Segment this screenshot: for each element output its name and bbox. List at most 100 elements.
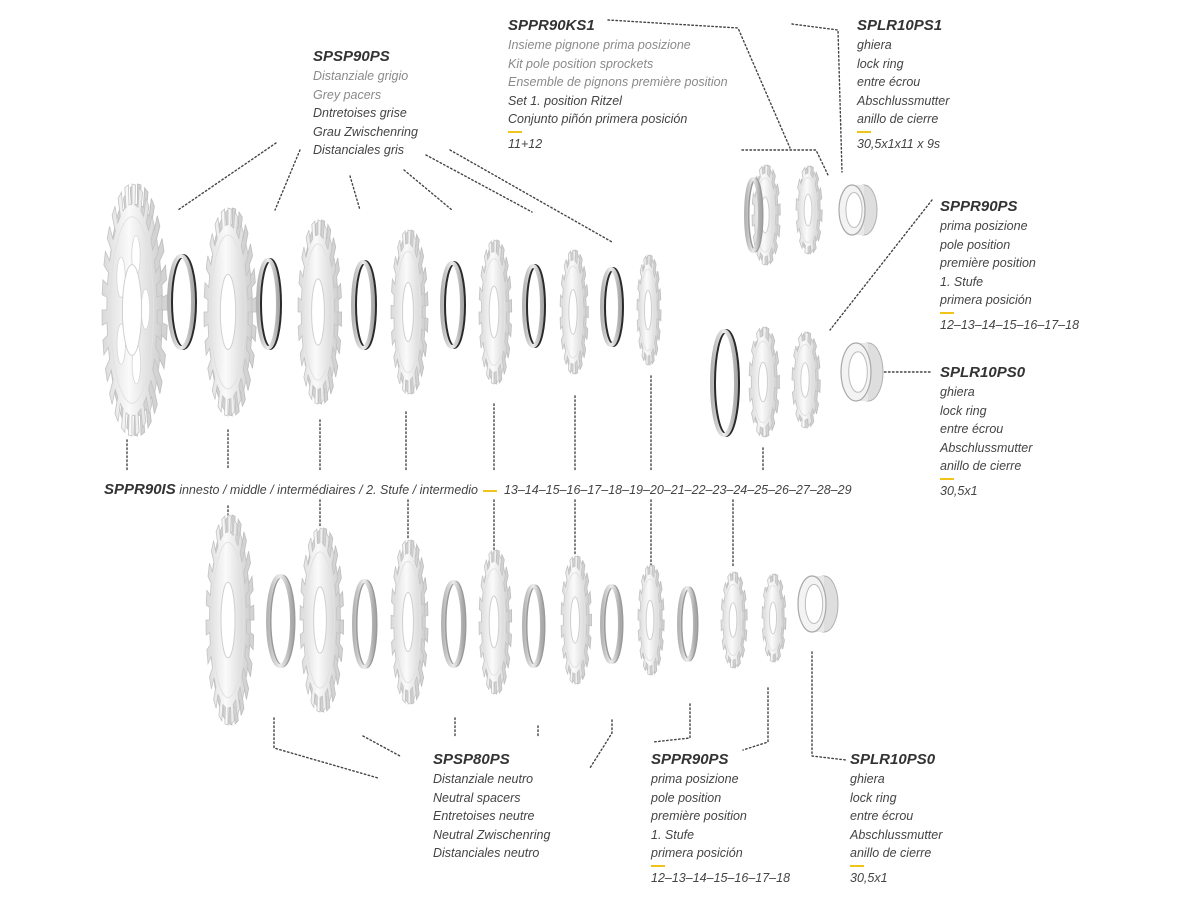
desc-line: Entretoises neutre	[433, 809, 535, 824]
sprocket	[720, 571, 748, 669]
leader-line	[425, 154, 533, 213]
desc-line: lock ring	[940, 403, 987, 418]
desc-line: lock ring	[857, 56, 904, 71]
desc-line: ghiera	[850, 772, 885, 786]
sprocket	[297, 219, 343, 405]
spacer-ring	[351, 260, 377, 350]
leader-line	[449, 149, 613, 243]
sppr90is-description: innesto / middle / intermédiaires / 2. S…	[179, 483, 478, 497]
label-splr10ps0-right: SPLR10PS0 ghiera lock ring entre écrou A…	[940, 363, 1032, 501]
sprocket	[636, 254, 662, 366]
sizes-line: 12–13–14–15–16–17–18	[651, 870, 791, 885]
desc-line: Ensemble de pignons première position	[508, 75, 728, 90]
spacer-ring	[266, 574, 296, 668]
sprocket	[390, 229, 429, 395]
sppr90is-sizes: 13–14–15–16–17–18–19–20–21–22–23–24–25–2…	[503, 483, 852, 497]
label-spsp90ps: SPSP90PS Distanziale grigio Grey pacers …	[313, 47, 418, 160]
desc-line: Kit pole position sprockets	[508, 56, 654, 71]
desc-line: entre écrou	[850, 809, 914, 824]
spacer-ring	[440, 261, 466, 349]
part-code-spsp90ps: SPSP90PS	[313, 48, 390, 65]
accent-tick	[508, 130, 522, 133]
sprocket	[637, 564, 665, 676]
spacer-ring	[600, 584, 624, 664]
desc-line: Insieme pignone prima posizione	[508, 38, 691, 52]
desc-line: Distanciales gris	[313, 143, 405, 158]
leader-line	[742, 687, 769, 751]
part-code-sppr90ps: SPPR90PS	[651, 751, 729, 768]
spacer-ring	[441, 580, 467, 668]
desc-line: Grau Zwischenring	[313, 124, 418, 139]
leader-line	[403, 169, 453, 211]
sprocket	[390, 539, 429, 705]
sprocket	[101, 183, 168, 437]
label-splr10ps1: SPLR10PS1 ghiera lock ring entre écrou A…	[857, 16, 949, 154]
desc-line: anillo de cierre	[857, 112, 939, 127]
sprocket	[478, 239, 513, 385]
leader-line	[349, 175, 361, 211]
label-sppr90ks1: SPPR90KS1 Insieme pignone prima posizion…	[508, 16, 728, 154]
leader-line	[177, 142, 277, 211]
sprocket	[748, 326, 780, 438]
lock-ring	[840, 342, 884, 402]
leader-line	[362, 735, 401, 757]
desc-line: Conjunto piñón primera posición	[508, 112, 688, 127]
desc-line: entre écrou	[940, 422, 1004, 437]
spacer-ring	[352, 579, 378, 669]
accent-tick	[483, 489, 498, 492]
spacer-ring	[744, 177, 764, 253]
spacer-ring	[600, 267, 624, 347]
desc-line: ghiera	[857, 38, 892, 52]
desc-line: Grey pacers	[313, 87, 382, 102]
sizes-line: 11+12	[508, 136, 543, 151]
leader-line	[589, 719, 613, 769]
accent-tick	[850, 864, 864, 867]
sizes-line: 30,5x1	[940, 483, 978, 498]
sprocket	[795, 165, 823, 255]
desc-line: anillo de cierre	[940, 459, 1022, 474]
spacer-ring	[522, 584, 546, 668]
sizes-line: 12–13–14–15–16–17–18	[940, 317, 1080, 332]
accent-tick	[651, 864, 665, 867]
desc-line: ghiera	[940, 385, 975, 399]
sprocket	[478, 549, 513, 695]
desc-line: Distanziale grigio	[313, 69, 409, 83]
leader-line	[607, 19, 791, 149]
leader-line	[273, 717, 379, 779]
accent-tick	[940, 477, 954, 480]
desc-line: anillo de cierre	[850, 846, 932, 861]
desc-line: primera posición	[940, 293, 1032, 308]
desc-line: 1. Stufe	[651, 827, 695, 842]
part-code-spsp80ps: SPSP80PS	[433, 751, 510, 768]
desc-line: Neutral spacers	[433, 790, 521, 805]
leader-line	[791, 23, 843, 173]
sizes-line: 30,5x1	[850, 870, 888, 885]
sprocket	[299, 527, 345, 713]
sprocket	[205, 514, 255, 726]
desc-line: primera posición	[651, 846, 743, 861]
desc-line: Abschlussmutter	[850, 827, 943, 842]
leader-lines	[126, 19, 933, 779]
sprocket	[791, 331, 821, 429]
accent-tick	[857, 130, 871, 133]
label-spsp80ps: SPSP80PS Distanziale neutro Neutral spac…	[433, 750, 550, 863]
part-code-sppr90ks1: SPPR90KS1	[508, 17, 595, 34]
spacer-ring	[167, 254, 197, 350]
desc-line: Abschlussmutter	[940, 440, 1033, 455]
leader-line	[829, 199, 933, 331]
spacer-ring	[256, 258, 282, 350]
sprocket	[560, 555, 592, 685]
desc-line: pole position	[651, 790, 722, 805]
lock-ring	[838, 184, 878, 236]
spacer-ring	[522, 264, 546, 348]
label-sppr90is: SPPR90IS innesto / middle / intermédiair…	[104, 481, 852, 498]
sprocket	[203, 207, 257, 417]
desc-line: Dntretoises grise	[313, 106, 407, 121]
sprocket	[761, 573, 787, 663]
desc-line: pole position	[940, 237, 1011, 252]
desc-line: lock ring	[850, 790, 897, 805]
part-code-sppr90is: SPPR90IS	[104, 481, 176, 498]
part-code-splr10ps0: SPLR10PS0	[850, 751, 936, 768]
sizes-line: 30,5x1x11 x 9s	[857, 136, 941, 151]
